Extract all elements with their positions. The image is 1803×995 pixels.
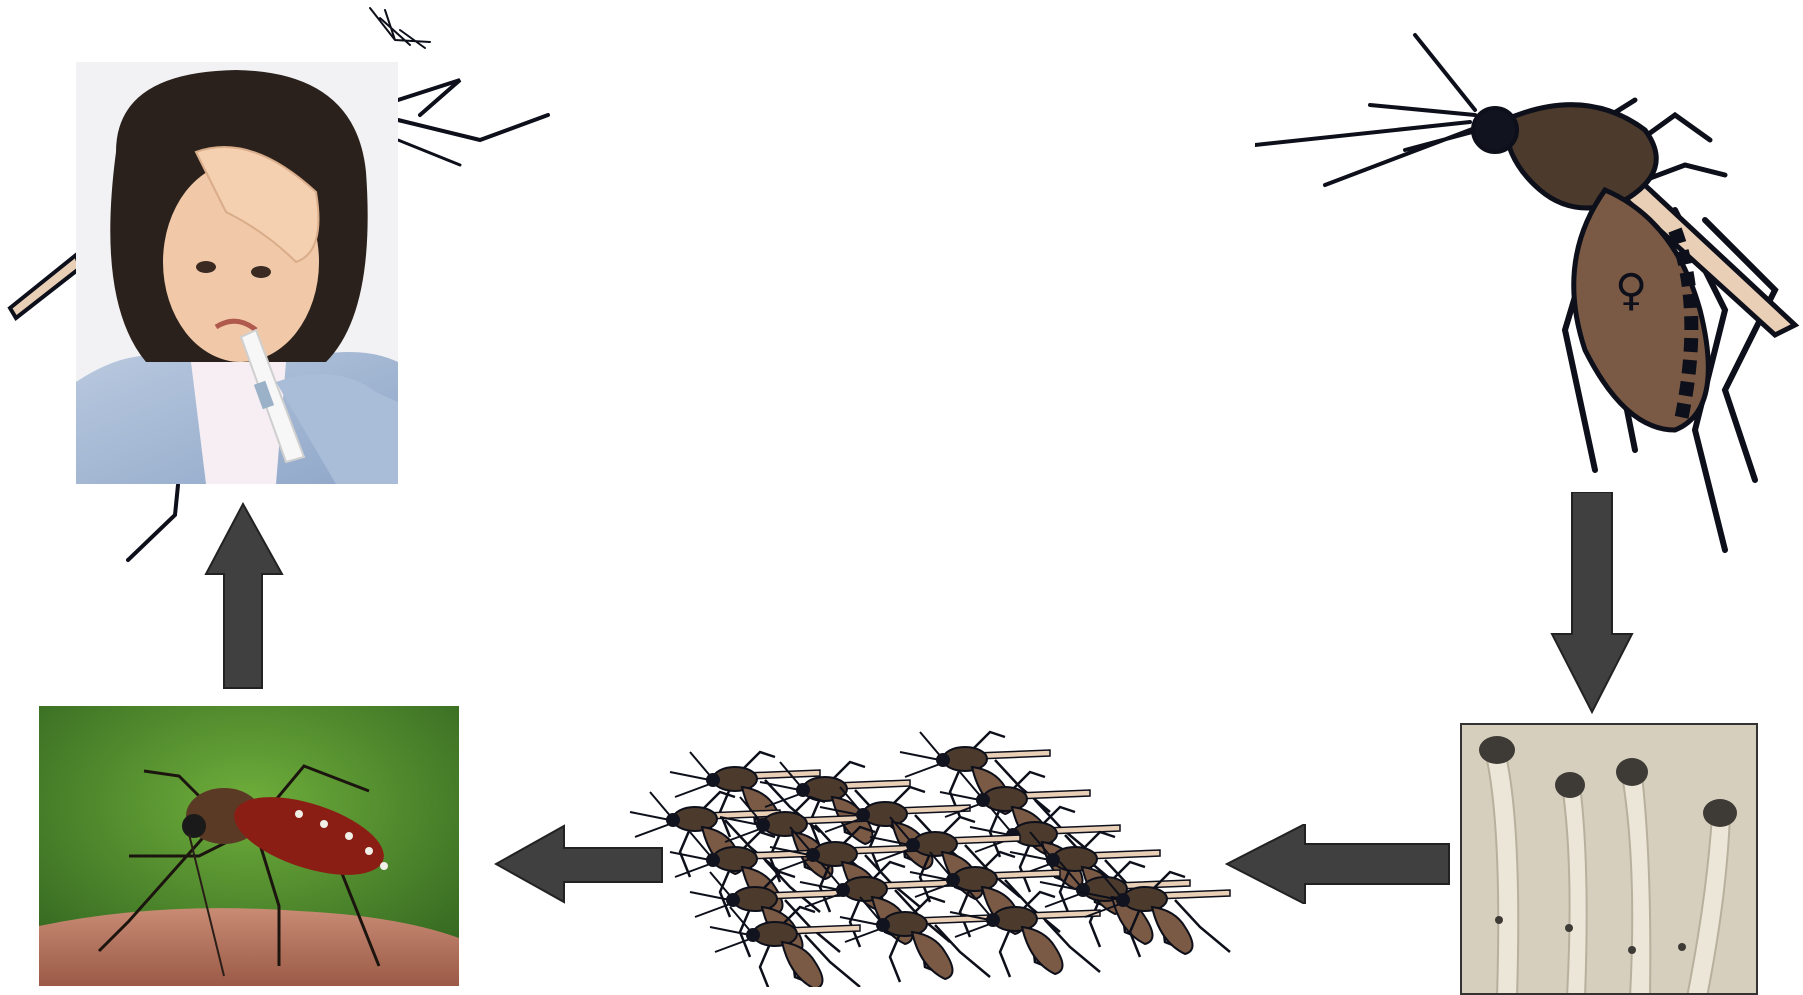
arrow-left-icon	[1225, 824, 1450, 904]
mosquito-biting-photo	[39, 706, 459, 986]
swarm-mosquito-icon	[839, 895, 991, 983]
female-symbol: ♀	[1615, 265, 1647, 316]
swarm-mosquito-icon	[669, 830, 821, 918]
sick-child-photo	[76, 62, 398, 484]
arrow-up-icon	[204, 502, 284, 689]
mosquito-leg-fragments-icon	[7, 7, 550, 562]
swarm-mosquito-icon	[939, 770, 1091, 858]
female-mosquito-illustration: ♀	[1255, 33, 1800, 553]
swarm-mosquito-icon	[709, 905, 861, 987]
swarm-mosquito-icon	[869, 815, 1021, 903]
swarm-mosquito-icon	[1039, 860, 1191, 948]
mosquito-swarm-illustration	[629, 730, 1231, 987]
swarm-mosquito-icon	[1079, 870, 1231, 958]
swarm-mosquito-icon	[949, 890, 1101, 978]
arrow-down-icon	[1550, 492, 1634, 714]
larvae-photo	[1460, 723, 1758, 995]
arrow-left-icon	[494, 824, 663, 904]
